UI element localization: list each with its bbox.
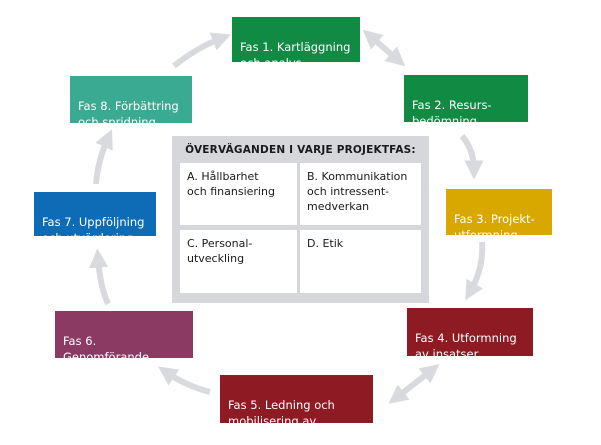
phase-3-label: Fas 3. Projekt- utformning <box>454 212 535 242</box>
phase-7-label: Fas 7. Uppföljning och utvärdering <box>42 215 145 245</box>
consideration-a: A. Hållbarhet och finansiering <box>180 163 297 225</box>
phase-8-label: Fas 8. Förbättring och spridning <box>78 99 179 129</box>
phase-2-label: Fas 2. Resurs- bedömning <box>412 98 492 128</box>
consideration-d: D. Etik <box>300 230 421 293</box>
phase-2-box: Fas 2. Resurs- bedömning <box>404 75 528 128</box>
phase-6-box: Fas 6. Genomförande och uppföljning <box>55 311 193 380</box>
arrow-phase4-phase5 <box>388 364 440 404</box>
consideration-b: B. Kommunikation och intressent- medverk… <box>300 163 421 225</box>
phase-3-box: Fas 3. Projekt- utformning <box>446 189 552 242</box>
arrow-phase8-phase1 <box>172 32 231 69</box>
arrow-phase5-phase6 <box>158 366 211 395</box>
arrow-phase6-phase7 <box>89 248 111 306</box>
phase-1-box: Fas 1. Kartläggning och analys <box>232 17 360 70</box>
phase-5-box: Fas 5. Ledning och mobilisering av resur… <box>220 375 373 444</box>
consideration-c: C. Personal- utveckling <box>180 230 297 293</box>
phase-7-box: Fas 7. Uppföljning och utvärdering <box>34 192 156 245</box>
arrow-phase2-phase3 <box>459 134 484 180</box>
phase-5-label: Fas 5. Ledning och mobilisering av resur… <box>228 398 335 444</box>
arrow-phase1-phase2 <box>362 29 406 67</box>
phase-8-box: Fas 8. Förbättring och spridning <box>70 76 192 129</box>
considerations-panel: ÖVERVÄGANDEN I VARJE PROJEKTFAS: A. Håll… <box>172 136 429 303</box>
phase-4-box: Fas 4. Utformning av insatser <box>407 308 533 361</box>
arrow-phase3-phase4 <box>465 241 486 301</box>
phase-4-label: Fas 4. Utformning av insatser <box>415 331 517 361</box>
arrow-phase7-phase8 <box>93 129 113 185</box>
phase-6-label: Fas 6. Genomförande och uppföljning <box>63 334 152 380</box>
phase-1-label: Fas 1. Kartläggning och analys <box>240 40 351 70</box>
considerations-title: ÖVERVÄGANDEN I VARJE PROJEKTFAS: <box>185 144 416 156</box>
